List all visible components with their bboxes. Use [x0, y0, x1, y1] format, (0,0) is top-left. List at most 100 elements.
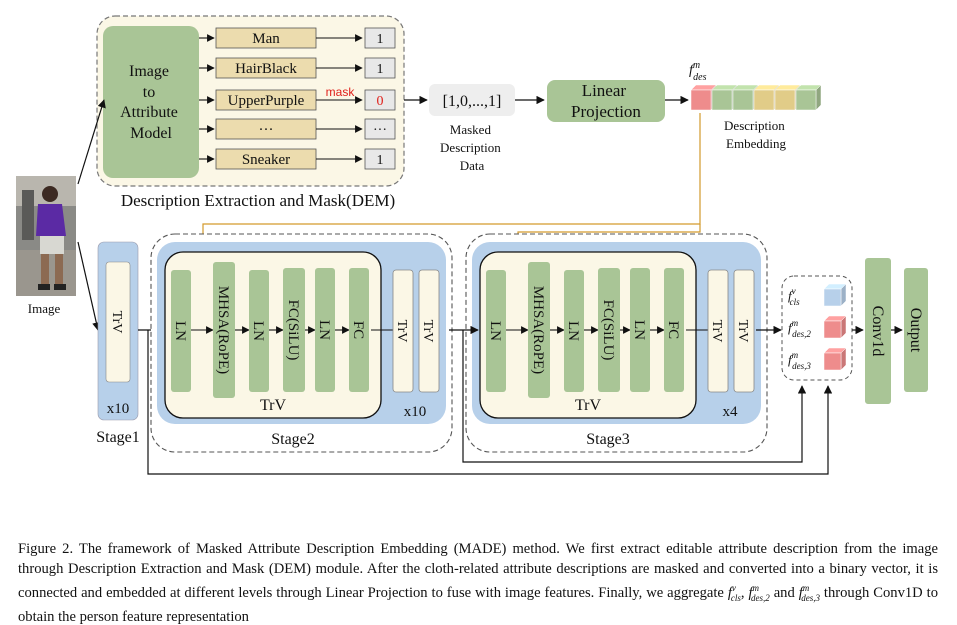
stage3-block-label: MHSA(RoPE): [530, 286, 546, 374]
stage3-trv-label: TrV: [709, 320, 724, 343]
output-box: [904, 268, 928, 392]
stage2-inner-title: TrV: [260, 397, 287, 414]
attribute-value: ···: [373, 123, 387, 138]
stage2-block-label: LN: [316, 320, 332, 340]
stage3-inner-title: TrV: [575, 397, 602, 414]
attribute-label: Man: [252, 31, 280, 47]
attribute-label: UpperPurple: [228, 93, 305, 109]
stage2-repeat: x10: [404, 404, 427, 420]
embedding-cube: [711, 89, 733, 111]
stage1: TrV x10 Stage1: [96, 241, 140, 446]
masked-description-caption: Masked Description Data: [440, 122, 504, 173]
stage3-block-label: LN: [565, 321, 581, 341]
stage2-block-label: LN: [172, 321, 188, 341]
attribute-value-box: [364, 57, 396, 79]
description-embedding-cubes: [690, 84, 822, 111]
stage3-block-4: [630, 268, 650, 392]
stage3-block-5: [664, 268, 684, 392]
attribute-value: 0: [377, 94, 384, 109]
output-label: Output: [907, 308, 924, 353]
stage2-block-0: [171, 270, 191, 392]
image-to-attribute-model: [103, 26, 199, 178]
figure-caption: Figure 2. The framework of Masked Attrib…: [18, 541, 938, 625]
stage2-block-label: FC: [350, 321, 366, 339]
skip-stage2-to-fdes2: [462, 330, 807, 463]
stage3-block-label: LN: [631, 320, 647, 340]
stage2-block-label: LN: [250, 321, 266, 341]
stage2-block-4: [315, 268, 335, 392]
attribute-value: 1: [377, 62, 384, 77]
stage2-block-1: [213, 262, 235, 398]
stage3-title: Stage3: [586, 431, 630, 448]
caption-text: Figure 2. The framework of Masked Attrib…: [18, 541, 938, 601]
embedding-caption: Description Embedding: [724, 118, 788, 151]
stage2-title: Stage2: [271, 431, 315, 448]
stage3-inner-trv: [479, 251, 697, 419]
stage2-trv-0: [392, 269, 414, 393]
stage3-trv-label: TrV: [735, 320, 750, 343]
conv1d-box: [865, 258, 891, 404]
masked-vector-box: [429, 84, 515, 116]
embedding-cube: [774, 89, 796, 111]
embedding-cube: [795, 89, 817, 111]
stage2-block-label: FC(SiLU): [285, 300, 301, 361]
caption-f-cls: fvcls: [727, 583, 741, 603]
arrow-image-to-dem: [77, 99, 106, 185]
model-label: Image to Attribute Model: [120, 63, 182, 142]
stage1-repeat: x10: [107, 401, 130, 417]
embedding-cube: [732, 89, 754, 111]
linear-projection-label: Linear Projection: [571, 81, 641, 121]
stage2-trv-label: TrV: [394, 320, 409, 343]
stage3-block-label: FC(SiLU): [600, 300, 616, 361]
caption-f-des3: fmdes,3: [798, 583, 820, 603]
attribute-value: 1: [377, 32, 384, 47]
image-label: Image: [28, 301, 61, 316]
stage2-trv-label: TrV: [420, 320, 435, 343]
stage3-repeat: x4: [723, 404, 739, 420]
stage3-block-label: FC: [665, 321, 681, 339]
stage2: LN MHSA(RoPE) LN FC(SiLU) LN FC TrV TrV TrV x10St…: [150, 233, 453, 453]
stage2-block-5: [349, 268, 369, 392]
attribute-value-box: [364, 89, 396, 111]
input-image: [16, 176, 76, 296]
attribute-value-box: [364, 118, 396, 140]
stage2-block-2: [249, 270, 269, 392]
attribute-value-box: [364, 27, 396, 49]
stage3-block-3: [598, 268, 620, 392]
attribute-label: ···: [259, 122, 274, 138]
caption-f-des2: fmdes,2: [748, 583, 770, 603]
stage3-block-2: [564, 270, 584, 392]
skip-stage1-to-fdes3: [147, 330, 833, 475]
stage3-trv-0: [707, 269, 729, 393]
stage3-block-label: LN: [487, 321, 503, 341]
mask-label: mask: [326, 85, 356, 99]
feature-cube: [823, 352, 842, 371]
dem-title: Description Extraction and Mask(DEM): [121, 191, 395, 210]
masked-vector: [1,0,...,1]: [443, 93, 502, 110]
attribute-value: 1: [377, 153, 384, 168]
stage3-trv-1: [733, 269, 755, 393]
attribute-label: HairBlack: [235, 61, 297, 77]
embedding-cube: [690, 89, 712, 111]
stage3: LN MHSA(RoPE) LN FC(SiLU) LN FC TrV TrV TrV x4Sta…: [465, 233, 768, 453]
arrow-image-to-stage1: [77, 241, 101, 331]
stage2-block-label: MHSA(RoPE): [215, 286, 231, 374]
attribute-value-box: [364, 148, 396, 170]
stage2-trv-1: [418, 269, 440, 393]
linear-projection-box: [547, 80, 665, 122]
stage2-inner-trv: [164, 251, 382, 419]
stage2-block-3: [283, 268, 305, 392]
conv1d-label: Conv1d: [869, 306, 886, 357]
embedding-cube: [753, 89, 775, 111]
stage1-trv: TrV: [109, 311, 124, 334]
stage3-block-0: [486, 270, 506, 392]
feature-cube: [823, 320, 842, 339]
